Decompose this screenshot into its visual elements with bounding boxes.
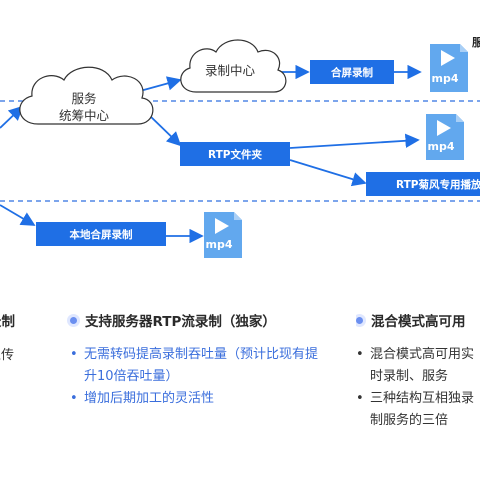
feature-left-line: 上传 xyxy=(0,348,15,363)
list-item: 增加后期加工的灵活性 xyxy=(70,388,330,410)
list-item: 无需转码提高录制吞吐量（预计比现有提升10倍吞吐量） xyxy=(70,344,330,388)
feature-left-title: 录制 xyxy=(0,314,15,330)
list-item: 混合模式高可用实时录制、服务 xyxy=(356,344,480,388)
box-merge-record: 合屏录制 xyxy=(310,60,394,84)
architecture-diagram: 服务 统筹中心 录制中心 合屏录制 RTP文件夹 RTP菊风专用播放 本地合屏录… xyxy=(0,36,480,258)
feature-middle: 支持服务器RTP流录制（独家） 无需转码提高录制吞吐量（预计比现有提升10倍吞吐… xyxy=(70,310,330,410)
feature-right-title: 混合模式高可用 xyxy=(371,314,466,330)
feature-right-list: 混合模式高可用实时录制、服务 三种结构互相独录制服务的三倍 xyxy=(356,344,480,432)
cloud-server-label-1: 服务 xyxy=(71,91,96,106)
cloud-server-center: 服务 统筹中心 xyxy=(19,66,154,125)
list-item: 三种结构互相独录制服务的三倍 xyxy=(356,388,480,432)
bullet-dot-icon xyxy=(356,316,363,324)
cloud-record-label: 录制中心 xyxy=(205,63,256,78)
feature-middle-title: 支持服务器RTP流录制（独家） xyxy=(85,314,276,330)
box-merge-record-label: 合屏录制 xyxy=(330,66,373,79)
box-local-merge-label: 本地合屏录制 xyxy=(70,228,133,241)
box-rtp-folder-label: RTP文件夹 xyxy=(208,148,262,161)
mp4-label-top: mp4 xyxy=(432,72,459,85)
feature-right: 混合模式高可用 混合模式高可用实时录制、服务 三种结构互相独录制服务的三倍 xyxy=(356,310,480,432)
top-right-fragment: 服 xyxy=(472,36,480,49)
mp4-file-icon-bottom: mp4 xyxy=(204,212,242,258)
feature-middle-list: 无需转码提高录制吞吐量（预计比现有提升10倍吞吐量） 增加后期加工的灵活性 xyxy=(70,344,330,410)
box-rtp-player: RTP菊风专用播放 xyxy=(366,172,480,196)
bullet-dot-icon xyxy=(70,316,77,324)
connector-lines xyxy=(0,64,422,244)
box-local-merge-record: 本地合屏录制 xyxy=(36,222,166,246)
cloud-recording-center: 录制中心 xyxy=(180,39,287,93)
mp4-label-bottom: mp4 xyxy=(206,238,233,251)
box-rtp-folder: RTP文件夹 xyxy=(180,142,290,166)
mp4-file-icon-middle: mp4 xyxy=(426,114,464,160)
cloud-server-label-2: 统筹中心 xyxy=(59,108,110,123)
feature-left: 录制 上传 xyxy=(0,310,48,363)
box-rtp-player-label: RTP菊风专用播放 xyxy=(396,178,480,191)
mp4-label-middle: mp4 xyxy=(428,140,455,153)
mp4-file-icon-top: mp4 xyxy=(430,44,468,92)
